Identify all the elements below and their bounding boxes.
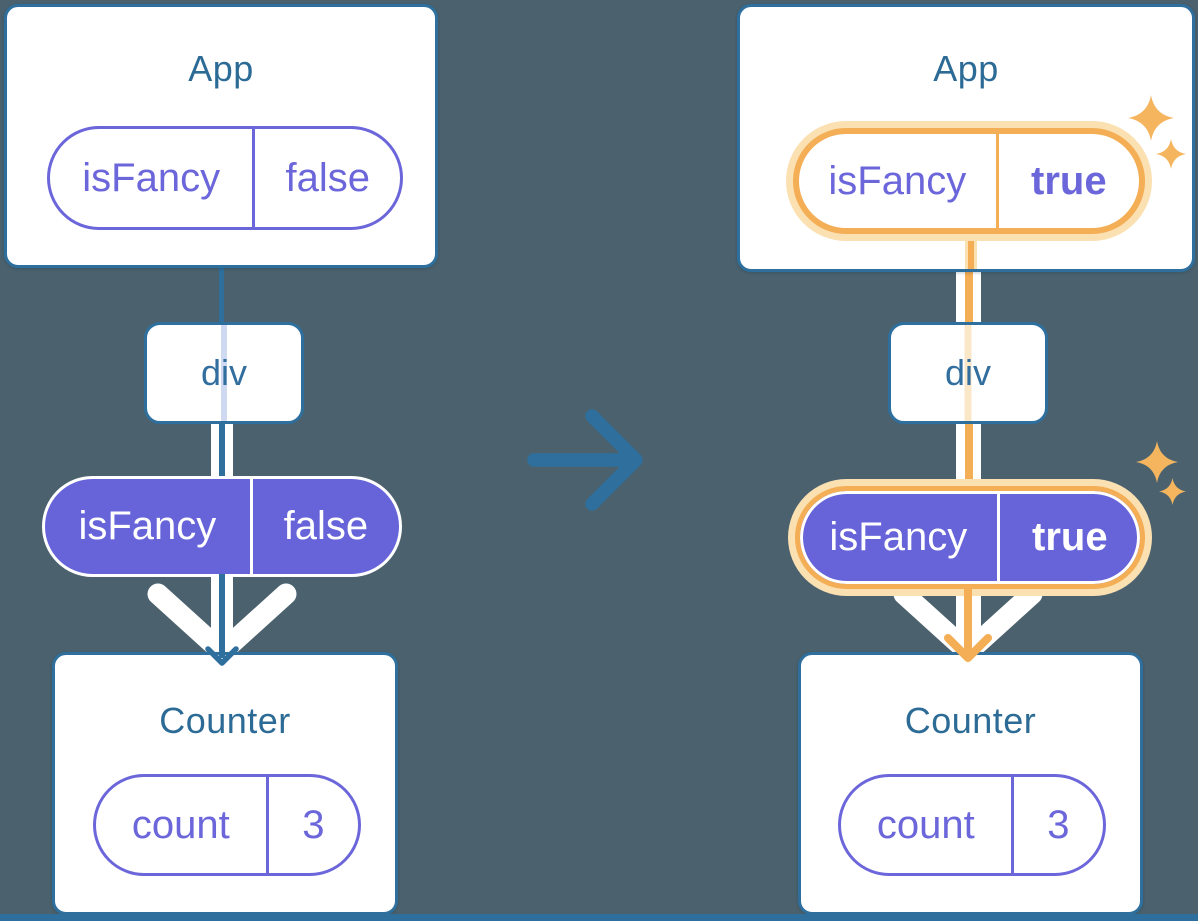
component-title: Counter xyxy=(904,700,1037,741)
node-label: div xyxy=(944,352,992,393)
div-node: div xyxy=(144,322,304,424)
prop-value: true xyxy=(1032,515,1108,559)
prop-value: false xyxy=(283,504,369,548)
state-name: count xyxy=(841,777,1014,873)
prop-value: true xyxy=(1031,158,1107,203)
component-title: App xyxy=(933,48,999,89)
transition-arrow-icon xyxy=(527,409,643,511)
sparkle-icon xyxy=(1136,441,1178,483)
prop-through-line xyxy=(221,325,227,421)
state-pill: isFancy false xyxy=(47,126,403,230)
sparkle-icon xyxy=(1128,95,1174,141)
edge-app-to-div xyxy=(219,266,224,324)
state-value: 3 xyxy=(1047,802,1070,847)
app-card: App isFancy true xyxy=(737,4,1195,272)
sparkle-icon xyxy=(1156,139,1186,169)
passed-prop-pill: isFancy false xyxy=(42,476,402,577)
state-pill-highlighted: isFancy true xyxy=(793,128,1145,234)
component-title: Counter xyxy=(159,700,291,741)
div-node: div xyxy=(888,322,1048,424)
state-value: 3 xyxy=(302,802,325,847)
prop-name: isFancy xyxy=(50,129,256,227)
prop-line xyxy=(964,589,972,656)
prop-pipe xyxy=(956,422,981,488)
prop-value: false xyxy=(285,155,370,200)
app-card: App isFancy false xyxy=(4,4,438,268)
state-pill: count 3 xyxy=(93,774,361,876)
prop-name: isFancy xyxy=(800,491,1000,584)
prop-name: isFancy xyxy=(45,479,253,574)
prop-pipe xyxy=(211,422,233,478)
bottom-border-line xyxy=(0,914,1198,921)
prop-through-line xyxy=(964,325,972,421)
arrowhead-icon xyxy=(205,646,239,666)
state-name: count xyxy=(96,777,269,873)
prop-name: isFancy xyxy=(799,134,999,228)
counter-card: Counter count 3 xyxy=(798,652,1143,915)
prop-line xyxy=(965,229,977,269)
state-pill: count 3 xyxy=(838,774,1106,876)
prop-pipe xyxy=(956,268,981,324)
arrowhead-icon xyxy=(944,634,992,662)
prop-line xyxy=(219,574,225,658)
node-label: div xyxy=(200,352,248,393)
counter-card: Counter count 3 xyxy=(52,652,398,915)
sparkle-icon xyxy=(1159,478,1186,505)
component-title: App xyxy=(188,48,254,89)
passed-prop-pill-highlighted: isFancy true xyxy=(795,486,1145,589)
